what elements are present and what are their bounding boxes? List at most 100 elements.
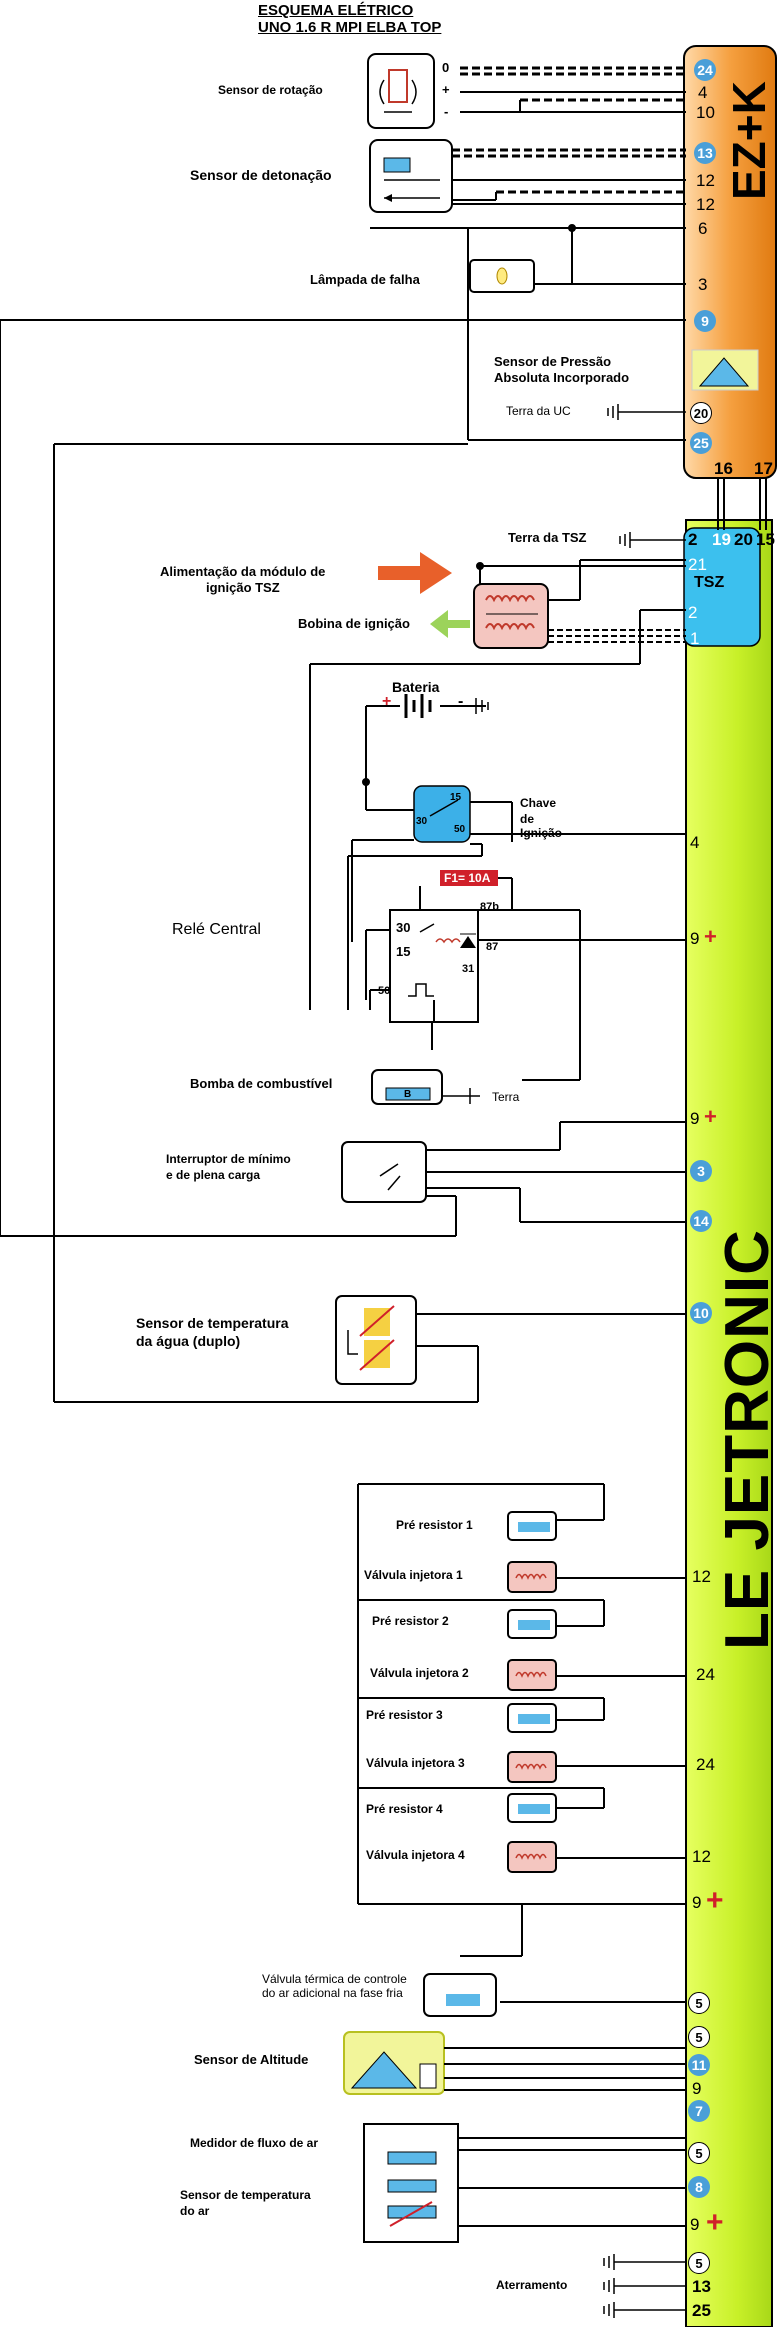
pre-resistor-label: Pré resistor 1 <box>396 1518 473 1532</box>
injector-group <box>507 1511 557 1873</box>
map-sensor <box>691 349 759 391</box>
jetronic-pin: 11 <box>688 2054 710 2076</box>
fuel-pump-letter: B <box>404 1089 412 1100</box>
ground-group <box>603 2254 686 2318</box>
ezk-pin: 10 <box>696 103 715 122</box>
ground-tsz-label: Terra da TSZ <box>508 530 587 545</box>
jetronic-pin: 8 <box>688 2176 710 2198</box>
tsz-pin: 21 <box>688 555 707 574</box>
aux-valve-label-2: do ar adicional na fase fria <box>262 1986 403 2000</box>
ignition-coil-label: Bobina de ignição <box>298 616 410 631</box>
injector-label: Válvula injetora 2 <box>370 1666 469 1680</box>
relay-pin: 87b <box>480 901 499 913</box>
aux-valve-label-1: Válvula térmica de controle <box>262 1972 407 1986</box>
jetronic-pin: 5 <box>688 2142 710 2164</box>
coil-arrow <box>430 610 470 638</box>
ezk-pin: 3 <box>698 275 708 294</box>
ezk-pin: 25 <box>690 432 712 454</box>
jetronic-pin: 13 <box>692 2277 711 2296</box>
battery-label: Bateria <box>392 679 440 695</box>
fault-lamp-label: Lâmpada de falha <box>310 272 420 287</box>
knock-sensor <box>369 139 453 213</box>
relay-pin: 31 <box>462 963 475 975</box>
jetronic-pin: 9 <box>692 2079 702 2098</box>
knock-sensor-label: Sensor de detonação <box>190 167 332 183</box>
altitude-sensor <box>343 2031 445 2095</box>
map-sensor-label-1: Sensor de Pressão <box>494 354 612 369</box>
switch-pin: 30 <box>416 816 428 827</box>
ignition-coil <box>473 583 549 649</box>
map-sensor-label-2: Absoluta Incorporado <box>494 370 630 385</box>
title-line-1: ESQUEMA ELÉTRICO <box>258 2 414 19</box>
ezk-pin: 17 <box>754 459 773 478</box>
power-arrow <box>378 552 452 594</box>
jetronic-pin: 9 <box>690 2215 700 2234</box>
jetronic-label: LE JETRONIC <box>713 1229 782 1650</box>
coolant-sensor-label-2: da água (duplo) <box>136 1333 241 1349</box>
plus-mark: + <box>704 1104 717 1129</box>
ezk-pin: 9 <box>694 310 716 332</box>
fuse-f1 <box>440 870 498 886</box>
plus-mark: + <box>704 924 717 949</box>
relay-pin: 30 <box>396 920 411 935</box>
jetronic-pin: 14 <box>690 1210 712 1232</box>
relay-pin: 87 <box>486 941 499 953</box>
throttle-switch-label-2: e de plena carga <box>166 1168 261 1182</box>
ignition-switch-label-1: Chave <box>520 796 557 810</box>
coolant-temp-sensor <box>335 1295 417 1385</box>
ground-uc-label: Terra da UC <box>506 404 571 418</box>
tsz-pin: 2 <box>688 530 698 549</box>
jetronic-pin: 24 <box>696 1665 715 1684</box>
plus-mark: + <box>706 2206 724 2239</box>
air-flow-meter <box>363 2123 459 2243</box>
coolant-sensor-label-1: Sensor de temperatura <box>136 1315 289 1331</box>
jetronic-pin: 4 <box>690 833 700 852</box>
ignition-switch-label-2: de <box>520 812 535 826</box>
jetronic-pin: 5 <box>688 2252 710 2274</box>
ground-label: Terra <box>492 1090 520 1104</box>
injector-label: Válvula injetora 1 <box>364 1568 463 1582</box>
tsz-module <box>683 527 761 647</box>
ezk-pin: 12 <box>696 195 715 214</box>
rotation-sensor-label: Sensor de rotação <box>218 83 323 97</box>
air-flow-meter-label: Medidor de fluxo de ar <box>190 2136 319 2150</box>
jetronic-pin: 25 <box>692 2301 711 2320</box>
injector-label: Válvula injetora 4 <box>366 1848 465 1862</box>
tsz-pin: 20 <box>734 530 753 549</box>
ezk-pin: 20 <box>690 402 712 424</box>
fault-lamp <box>469 259 535 293</box>
tsz-pin: 1 <box>690 629 700 648</box>
relay-label: Relé Central <box>172 921 261 938</box>
jetronic-pin: 9 <box>690 1109 700 1128</box>
aux-air-valve <box>423 1973 497 2017</box>
jetronic-pin: 7 <box>688 2100 710 2122</box>
pre-resistor-label: Pré resistor 3 <box>366 1708 443 1722</box>
jetronic-pin: 5 <box>688 1992 710 2014</box>
battery-plus: + <box>382 693 392 710</box>
rotation-pin: + <box>442 82 450 97</box>
battery-minus: - <box>458 693 464 710</box>
relay-pin: 15 <box>396 944 411 959</box>
ground-tsz <box>619 532 686 548</box>
jetronic-pin: 3 <box>690 1160 712 1182</box>
pre-resistor-label: Pré resistor 2 <box>372 1614 449 1628</box>
plus-mark: + <box>706 1884 724 1917</box>
switch-pin: 50 <box>454 824 466 835</box>
ignition-switch-label-3: Ignição <box>520 826 563 840</box>
jetronic-pin: 12 <box>692 1567 711 1586</box>
battery <box>398 694 489 718</box>
ezk-pin: 24 <box>694 59 716 81</box>
air-temp-sensor-label-2: do ar <box>180 2204 210 2218</box>
jetronic-pin: 12 <box>692 1847 711 1866</box>
injector-label: Válvula injetora 3 <box>366 1756 465 1770</box>
fuel-pump <box>371 1069 443 1105</box>
tsz-pin: 2 <box>688 603 698 622</box>
ezk-pin: 12 <box>696 171 715 190</box>
relay-pin: 50 <box>378 985 391 997</box>
ezk-pin: 4 <box>698 83 708 102</box>
jetronic-pin: 10 <box>690 1302 712 1324</box>
air-temp-sensor-label-1: Sensor de temperatura <box>180 2188 311 2202</box>
power-supply-label-1: Alimentação da módulo de <box>160 564 326 579</box>
jetronic-pin: 24 <box>696 1755 715 1774</box>
